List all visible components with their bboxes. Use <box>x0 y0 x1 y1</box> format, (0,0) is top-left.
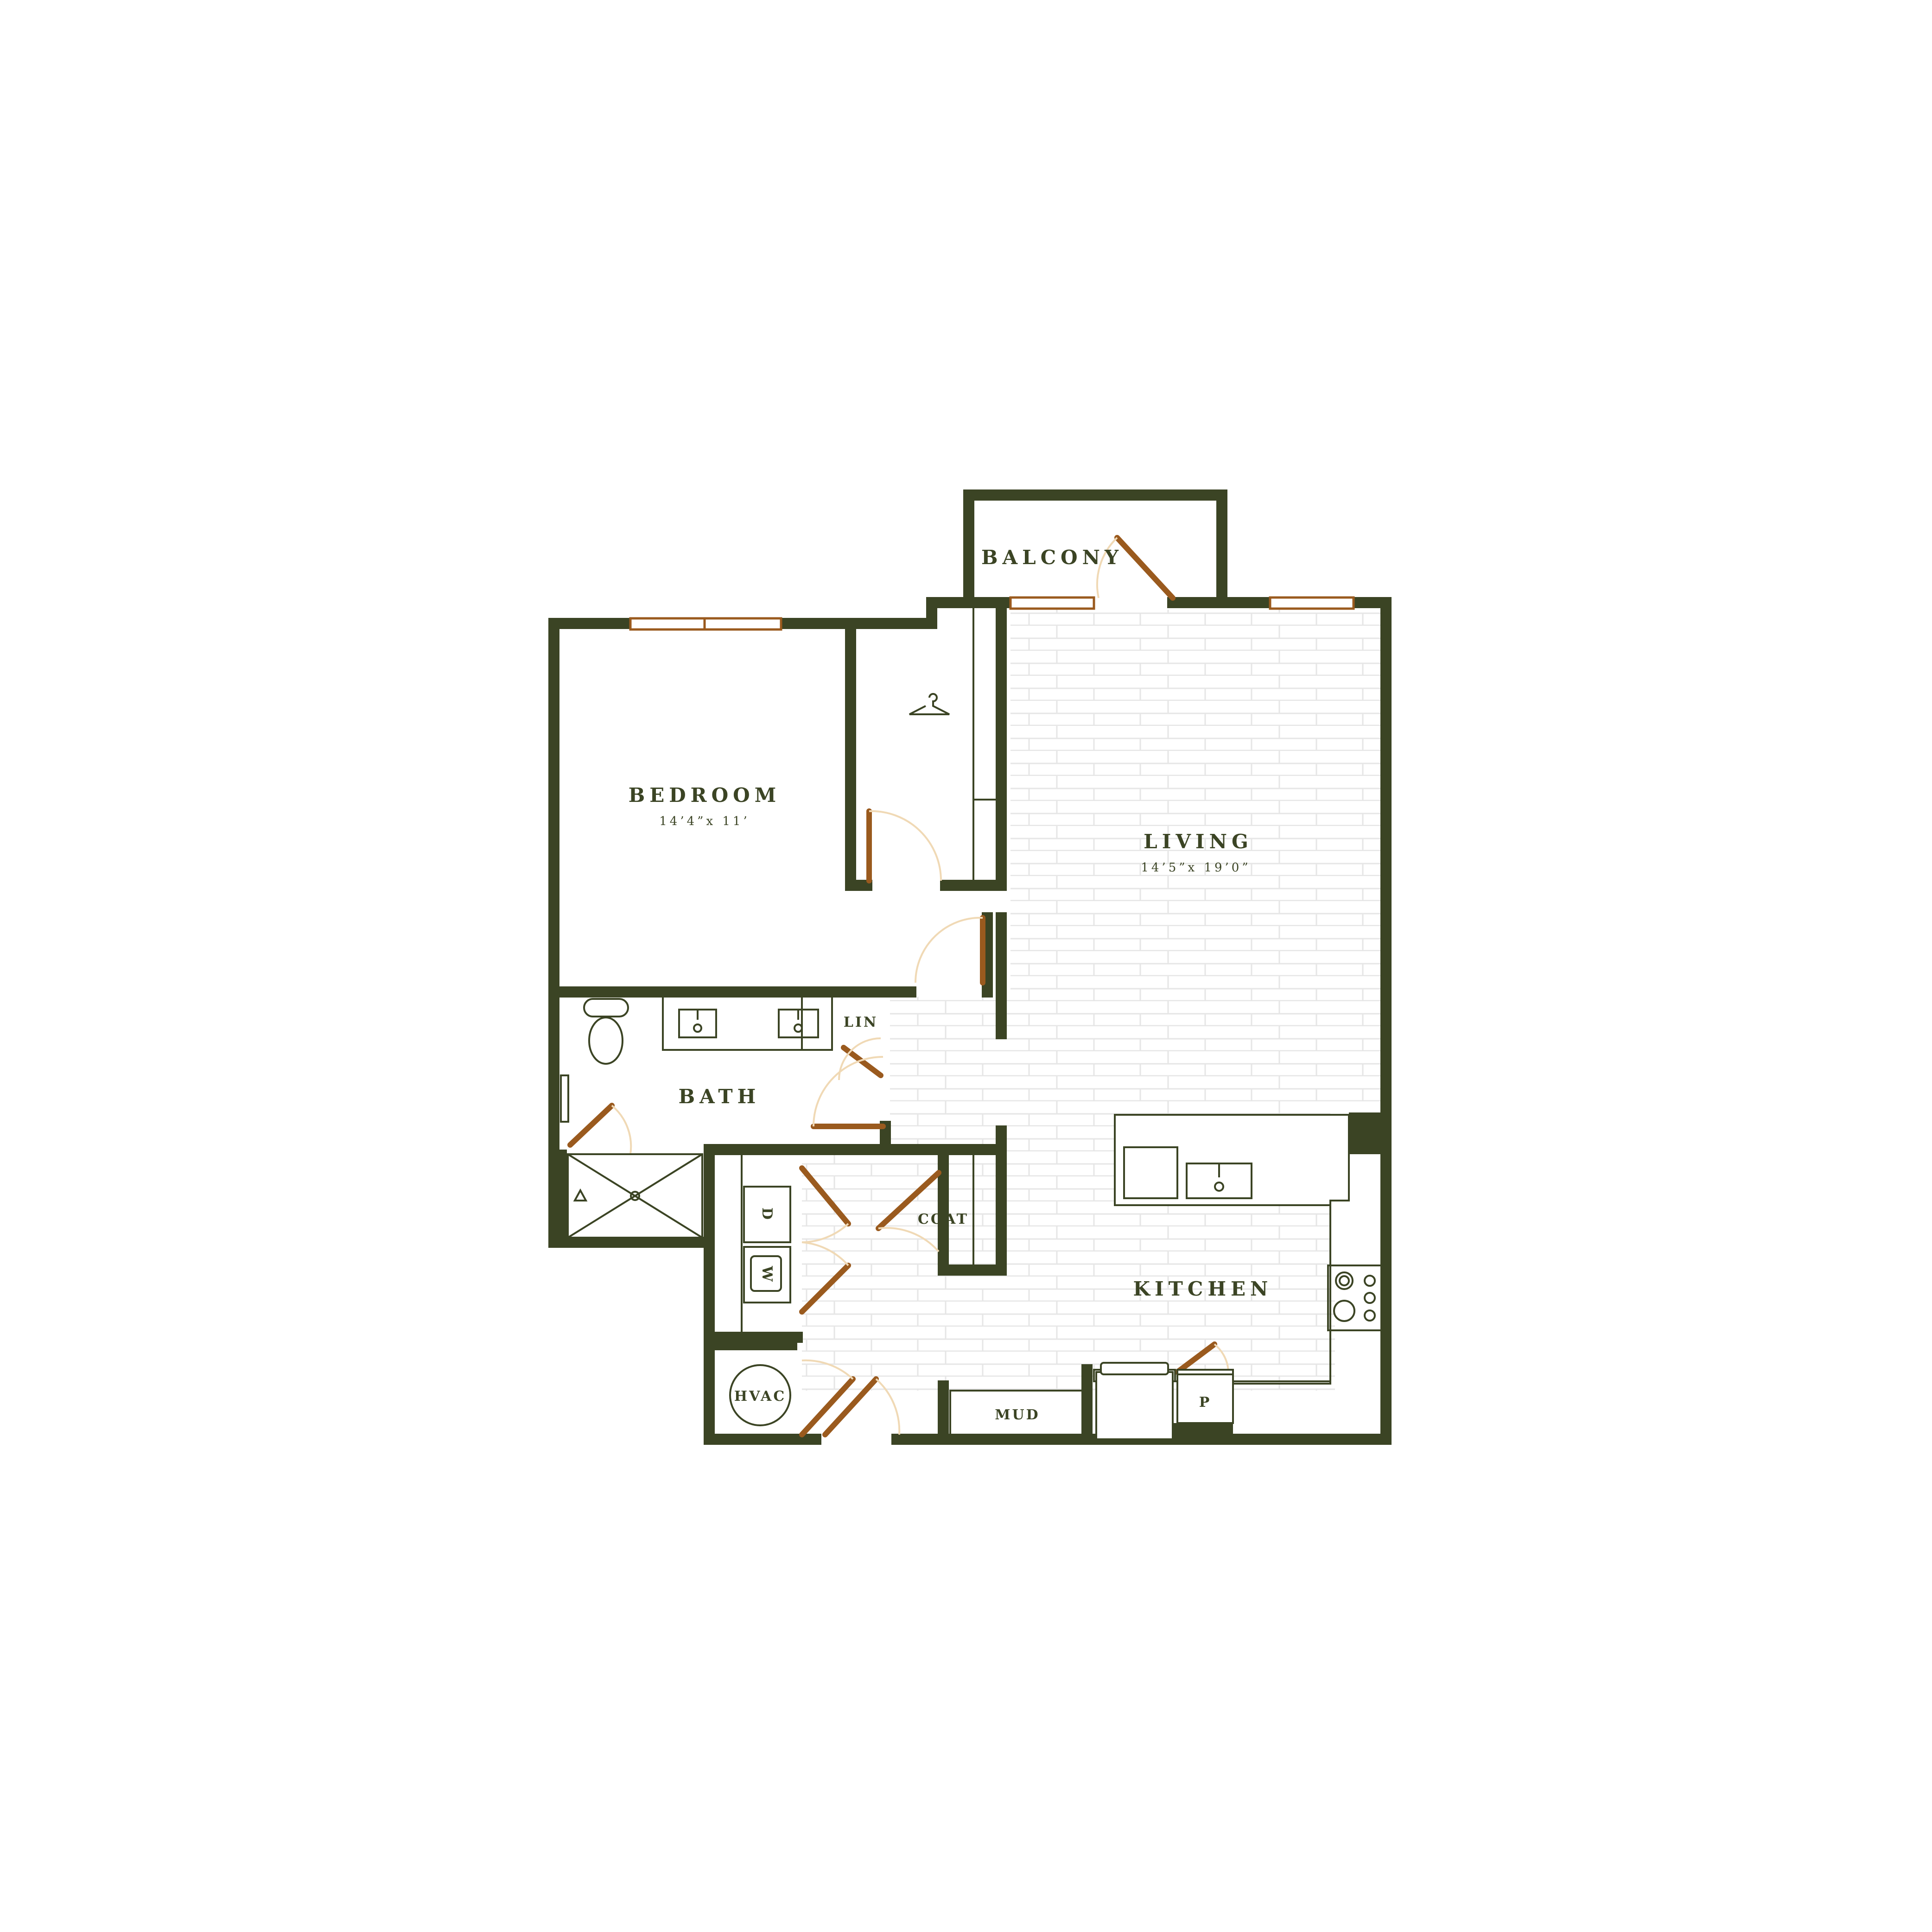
laundry <box>741 1154 974 1335</box>
wall-blocks <box>548 1112 1386 1444</box>
coat-label: COAT <box>918 1211 969 1227</box>
hanger-icon <box>909 693 950 715</box>
kitchen-counters <box>949 1114 1350 1440</box>
living-dims: 14’5”x 19’0” <box>1141 861 1251 875</box>
balcony-door <box>1114 535 1176 601</box>
washer-box <box>743 1246 791 1303</box>
living-floor <box>802 610 1381 1391</box>
laundry-door-bottom <box>799 1263 851 1315</box>
pantry-door <box>1175 1341 1217 1375</box>
laundry-door-top <box>799 1165 851 1227</box>
dishwasher <box>1123 1146 1178 1199</box>
closet-shelf <box>972 607 1001 881</box>
pantry-box <box>1176 1373 1234 1424</box>
washer-label: W <box>759 1265 775 1284</box>
sink-icon <box>662 996 833 1051</box>
linen-label: LIN <box>844 1014 878 1030</box>
dryer-box <box>743 1186 791 1243</box>
balcony-label: BALCONY <box>981 546 1123 569</box>
door-swings <box>611 537 1229 1435</box>
hvac-label: HVAC <box>734 1388 786 1405</box>
refrigerator <box>1095 1371 1174 1440</box>
coat-door <box>876 1170 941 1231</box>
mud-label: MUD <box>995 1407 1040 1423</box>
pantry-label: P <box>1199 1394 1212 1411</box>
bedroom-dims: 14’4”x 11’ <box>659 814 750 828</box>
dryer-label: D <box>759 1208 775 1221</box>
hvac-door <box>799 1376 856 1437</box>
cooktop-icon <box>1327 1265 1385 1331</box>
mud-bench <box>949 1390 1083 1436</box>
shower-door <box>567 1103 615 1148</box>
bath-towel-bar <box>560 1074 569 1123</box>
bedroom-label: BEDROOM <box>629 784 781 807</box>
bath-label: BATH <box>679 1085 761 1108</box>
toilet-icon <box>583 998 629 1065</box>
shower-icon <box>567 1153 703 1239</box>
living-window-right <box>1269 596 1355 610</box>
hvac-unit <box>729 1364 791 1426</box>
windows <box>629 596 1355 631</box>
living-label: LIVING <box>1144 830 1253 853</box>
entry-door <box>822 1376 879 1437</box>
living-window-left <box>1009 596 1095 610</box>
kitchen-label: KITCHEN <box>1133 1277 1273 1300</box>
